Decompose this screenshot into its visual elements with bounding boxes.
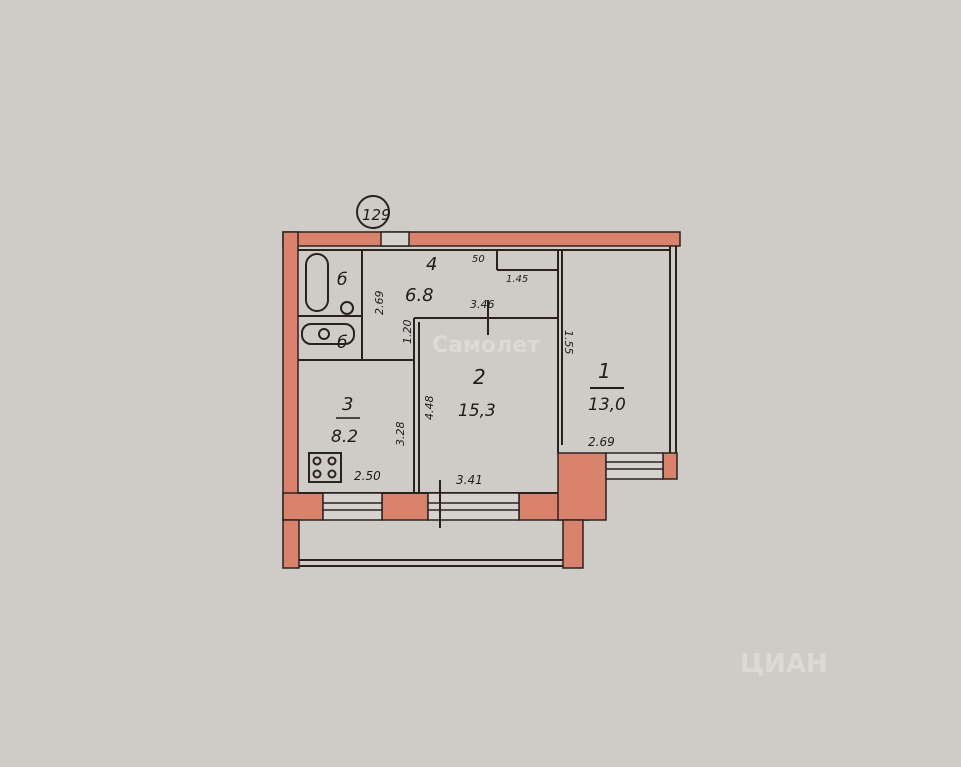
marker-label: 129 <box>362 206 391 224</box>
top-wall <box>282 231 681 247</box>
fixtures <box>301 195 489 528</box>
left-wall <box>282 231 299 521</box>
bottom-wall-left <box>282 492 324 521</box>
sink-icon <box>301 323 355 345</box>
room-2-depth: 4.48 <box>423 396 436 421</box>
balcony-left <box>282 519 300 569</box>
watermark-right: ЦИАН <box>740 649 828 679</box>
balcony-right <box>562 519 584 569</box>
marker-circle <box>356 195 390 229</box>
entry-door <box>380 231 410 247</box>
room-3-width: 2.50 <box>354 469 381 483</box>
room-3-depth: 3.28 <box>394 422 407 447</box>
pier-wall <box>557 452 607 521</box>
closet-offset: 50 <box>472 254 485 265</box>
room-4-door: 1.20 <box>401 320 414 345</box>
toilet-label: б <box>337 333 347 353</box>
window-room-1 <box>605 452 664 480</box>
right-pier <box>662 452 678 480</box>
room-1-number: 1 <box>598 359 611 383</box>
bath-label: б <box>337 270 347 290</box>
bathtub-icon <box>305 253 329 312</box>
room-1-side: 1.55 <box>562 330 575 355</box>
room-4-width: 3.46 <box>470 298 495 311</box>
room-2-width: 3.41 <box>456 473 483 487</box>
room-4-number: 4 <box>426 254 437 275</box>
room-1-width: 2.69 <box>588 435 615 449</box>
room-1-area: 13,0 <box>588 395 626 415</box>
closet-width: 1.45 <box>506 274 528 285</box>
windows <box>322 231 664 521</box>
bottom-wall-mid <box>381 492 429 521</box>
room-2-area: 15,3 <box>458 401 496 421</box>
stove-icon <box>308 452 342 483</box>
window-room-2 <box>427 492 520 521</box>
room-3-number: 3 <box>342 394 353 415</box>
drain-icon <box>340 301 354 315</box>
window-kitchen <box>322 492 383 521</box>
room-4-area: 6.8 <box>405 285 434 306</box>
room-4-side: 2.69 <box>373 291 386 316</box>
watermark-left: Самолет <box>432 333 540 358</box>
room-2-number: 2 <box>473 365 486 389</box>
room-3-area: 8.2 <box>331 427 358 447</box>
